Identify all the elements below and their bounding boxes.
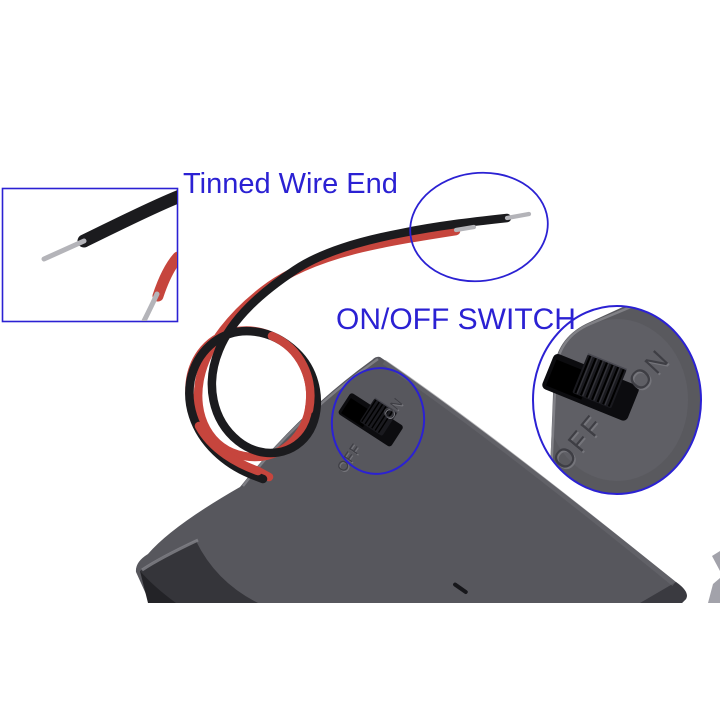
inset-red-wire bbox=[152, 251, 177, 302]
black-wire-tinned-tip bbox=[504, 211, 532, 221]
main-photo-area: OFF OFF ON ON bbox=[135, 211, 720, 603]
red-wire-tinned-tip bbox=[453, 224, 477, 233]
inset-switch bbox=[542, 353, 639, 421]
case-switch bbox=[338, 393, 403, 447]
on-off-switch-label: ON/OFF SWITCH bbox=[336, 303, 576, 336]
black-wire bbox=[185, 213, 512, 484]
red-wire-crossover-right bbox=[267, 331, 315, 415]
hookup-wires bbox=[185, 211, 532, 484]
wire-tip-ellipse-annotation bbox=[409, 171, 549, 283]
inset-switch-knob-ridge-highlights bbox=[576, 356, 621, 406]
battery-holder-case bbox=[135, 356, 687, 603]
inset-black-wire bbox=[77, 190, 177, 248]
inset-switch-knob-ridges bbox=[574, 355, 625, 407]
left-inset-content bbox=[41, 190, 177, 321]
inset-switch-knob-highlight bbox=[587, 353, 628, 371]
case-top-face bbox=[135, 356, 687, 603]
case-bottom-side-face bbox=[140, 571, 176, 603]
case-right-corner-bevel bbox=[640, 582, 687, 603]
switch-ellipse-annotation bbox=[330, 367, 426, 475]
inset-black-wire-tip bbox=[41, 238, 87, 262]
case-corner-highlight bbox=[141, 538, 199, 572]
left-inset-tinned-wires bbox=[1, 187, 179, 323]
edge-speck-lower bbox=[708, 578, 720, 603]
case-top-right-edge-sheen bbox=[382, 359, 676, 586]
case-switch-knob-ridges bbox=[361, 399, 394, 434]
case-switch-knob-highlight bbox=[374, 397, 398, 414]
tinned-wire-end-label: Tinned Wire End bbox=[183, 168, 398, 200]
edge-speck-upper bbox=[712, 551, 720, 571]
right-inset-circle-border bbox=[532, 305, 702, 495]
inset-red-wire-tip bbox=[141, 291, 160, 321]
case-left-side-face bbox=[140, 541, 258, 603]
case-seam-slot bbox=[453, 582, 468, 595]
red-wire-crossover-bottom bbox=[194, 421, 263, 476]
